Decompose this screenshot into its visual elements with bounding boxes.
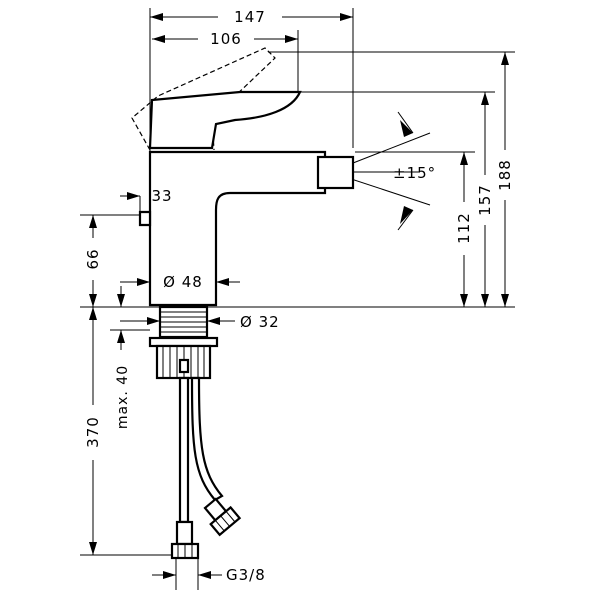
- label-height-overall: 188: [496, 159, 514, 191]
- hose-connector-left: [170, 520, 200, 560]
- spout-outlet: [316, 155, 355, 190]
- mounting-nut: [148, 336, 219, 380]
- label-max-thickness: max. 40: [115, 365, 131, 429]
- lever-handle: [148, 90, 302, 150]
- faucet-body: [131, 47, 355, 560]
- label-hose-length: 370: [84, 416, 102, 448]
- label-spout-reach: 106: [210, 30, 242, 48]
- faucet-main-body: [148, 150, 327, 307]
- hose-connector-right: [203, 497, 242, 537]
- label-outlet-angle: ±15°: [393, 164, 436, 182]
- threaded-shank: [158, 305, 209, 339]
- label-height-lever: 157: [476, 184, 494, 216]
- dimension-labels: 147 106 188 157 112 33 66 Ø 48 Ø 32 370 …: [84, 8, 514, 584]
- supply-hose-right: [190, 376, 224, 502]
- label-shank-diameter: Ø 32: [240, 313, 280, 331]
- label-width-total: 147: [234, 8, 266, 26]
- label-body-diameter: Ø 48: [163, 273, 203, 291]
- label-height-outlet: 112: [455, 212, 473, 244]
- label-connection-thread: G3/8: [226, 566, 266, 584]
- pop-up-rod: [138, 210, 152, 227]
- label-pop-up-offset: 33: [151, 187, 172, 205]
- supply-hose-left: [178, 376, 190, 524]
- label-body-height: 66: [84, 248, 102, 269]
